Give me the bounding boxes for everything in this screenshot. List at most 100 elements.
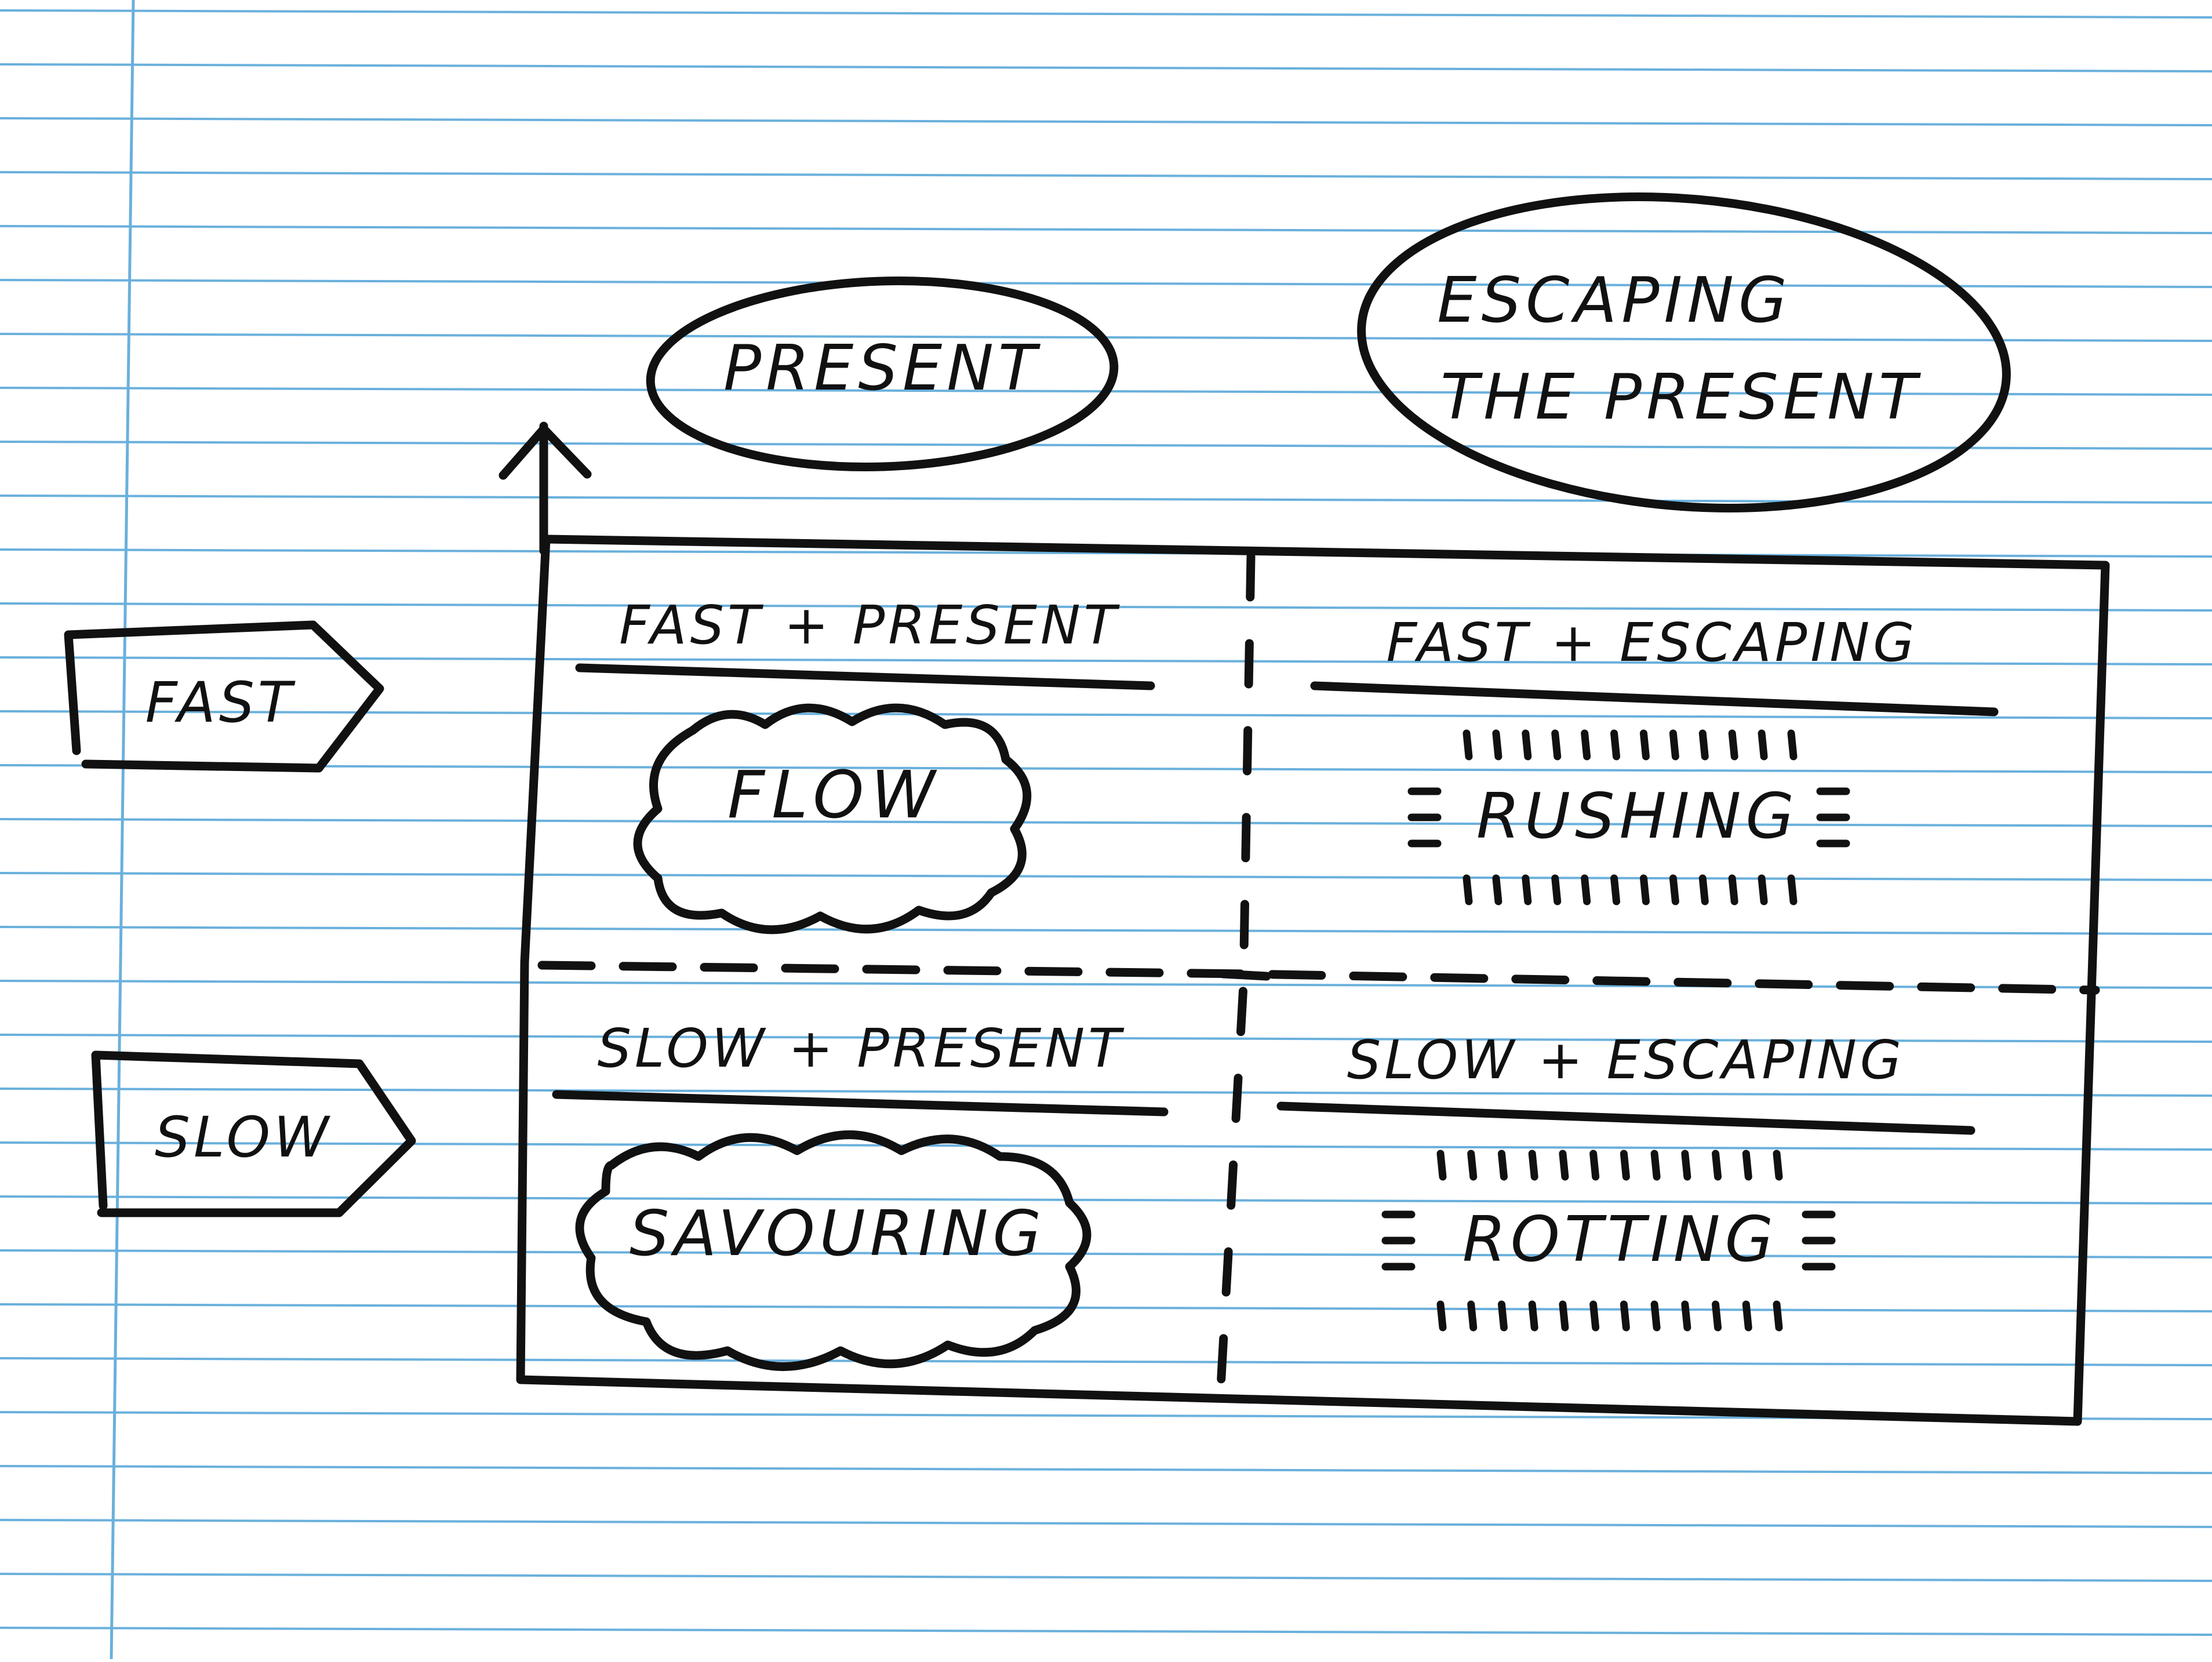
slow-escaping-underline — [1276, 1101, 1975, 1135]
burst-tick — [1610, 729, 1621, 761]
rule-line — [0, 1357, 2212, 1366]
rule-line — [0, 926, 2212, 935]
burst-tick — [1559, 1150, 1569, 1181]
rule-line — [0, 63, 2212, 72]
burst-tick — [1639, 729, 1650, 761]
slow-side-label: SLOW — [155, 1105, 332, 1170]
rule-line — [0, 548, 2212, 558]
burst-tick — [1712, 1300, 1722, 1332]
burst-tick — [1462, 729, 1473, 761]
fast-present-underline — [575, 663, 1155, 690]
burst-tick — [1497, 1150, 1508, 1181]
burst-tick — [1436, 1300, 1447, 1332]
burst-tick — [1467, 1300, 1478, 1332]
margin-line — [110, 0, 135, 1660]
rule-line — [0, 1249, 2212, 1259]
rule-line — [0, 1519, 2212, 1528]
rotting-burst — [1381, 1150, 1836, 1332]
burst-tick — [1681, 1150, 1691, 1181]
burst-tick — [1492, 874, 1502, 905]
rule-line — [0, 279, 2212, 288]
burst-tick — [1742, 1300, 1752, 1332]
burst-tick — [1462, 874, 1473, 905]
rule-line — [0, 441, 2212, 450]
rule-line — [0, 494, 2212, 504]
burst-tick — [1681, 1300, 1691, 1332]
fast-present-heading: FAST + PRESENT — [619, 594, 1120, 656]
burst-tick — [1650, 1300, 1661, 1332]
divider-cross — [1218, 969, 1271, 981]
rule-line — [0, 9, 2212, 19]
rotting-term: ROTTING — [1462, 1203, 1778, 1276]
burst-tick — [1551, 874, 1562, 905]
rushing-term: RUSHING — [1476, 780, 1799, 853]
burst-tick — [1712, 1150, 1722, 1181]
present-axis-label: PRESENT — [723, 332, 1041, 405]
burst-tick — [1522, 729, 1532, 761]
vertical-axis-arrow — [499, 421, 592, 555]
burst-tick — [1650, 1150, 1661, 1181]
burst-tick — [1620, 1150, 1630, 1181]
rule-line — [0, 1465, 2212, 1474]
burst-tick — [1436, 1150, 1447, 1181]
burst-tick — [1787, 874, 1798, 905]
burst-tick — [1773, 1150, 1783, 1181]
slow-present-underline — [552, 1090, 1169, 1117]
rushing-burst — [1407, 729, 1850, 905]
burst-tick — [1758, 729, 1768, 761]
rule-line — [0, 1573, 2212, 1582]
rule-line — [0, 1627, 2212, 1636]
burst-tick — [1728, 729, 1738, 761]
burst-tick — [1551, 729, 1562, 761]
burst-tick — [1669, 729, 1679, 761]
burst-tick — [1589, 1300, 1600, 1332]
savouring-term: SAVOURING — [630, 1198, 1046, 1270]
burst-tick — [1742, 1150, 1752, 1181]
burst-tick — [1698, 729, 1709, 761]
slow-tag — [91, 1050, 416, 1217]
fast-tag — [64, 620, 384, 773]
burst-tick — [1522, 874, 1532, 905]
quadrant-box — [516, 534, 2110, 1426]
rule-line — [0, 1088, 2212, 1097]
escaping-axis-label-line2: THE PRESENT — [1440, 361, 1922, 434]
fast-side-label: FAST — [145, 670, 296, 735]
burst-tick — [1787, 729, 1798, 761]
slow-escaping-heading: SLOW + ESCAPING — [1347, 1029, 1905, 1091]
rule-line — [0, 171, 2212, 180]
burst-tick — [1728, 874, 1738, 905]
fast-escaping-underline — [1310, 681, 1999, 717]
burst-tick — [1528, 1150, 1538, 1181]
rule-line — [0, 225, 2212, 234]
burst-tick — [1773, 1300, 1783, 1332]
flow-term: FLOW — [727, 758, 942, 833]
escaping-axis-label-line1: ESCAPING — [1437, 264, 1792, 337]
horizontal-divider — [537, 961, 2100, 995]
burst-tick — [1528, 1300, 1538, 1332]
burst-tick — [1497, 1300, 1508, 1332]
burst-tick — [1492, 729, 1502, 761]
rule-line — [0, 710, 2212, 719]
burst-tick — [1669, 874, 1679, 905]
burst-tick — [1758, 874, 1768, 905]
burst-tick — [1620, 1300, 1630, 1332]
burst-tick — [1581, 729, 1591, 761]
fast-escaping-heading: FAST + ESCAPING — [1386, 612, 1918, 674]
rule-line — [0, 818, 2212, 827]
burst-tick — [1581, 874, 1591, 905]
burst-tick — [1589, 1150, 1600, 1181]
rule-line — [0, 872, 2212, 881]
burst-tick — [1559, 1300, 1569, 1332]
burst-tick — [1467, 1150, 1478, 1181]
flow-cloud — [633, 703, 1032, 934]
rule-line — [0, 656, 2212, 665]
rule-line — [0, 1195, 2212, 1205]
present-ellipse — [646, 276, 1119, 472]
rule-line — [0, 1034, 2212, 1043]
escaping-ellipse — [1357, 192, 2011, 512]
rule-line — [0, 602, 2212, 612]
slow-present-heading: SLOW + PRESENT — [598, 1017, 1125, 1079]
rule-line — [0, 117, 2212, 126]
